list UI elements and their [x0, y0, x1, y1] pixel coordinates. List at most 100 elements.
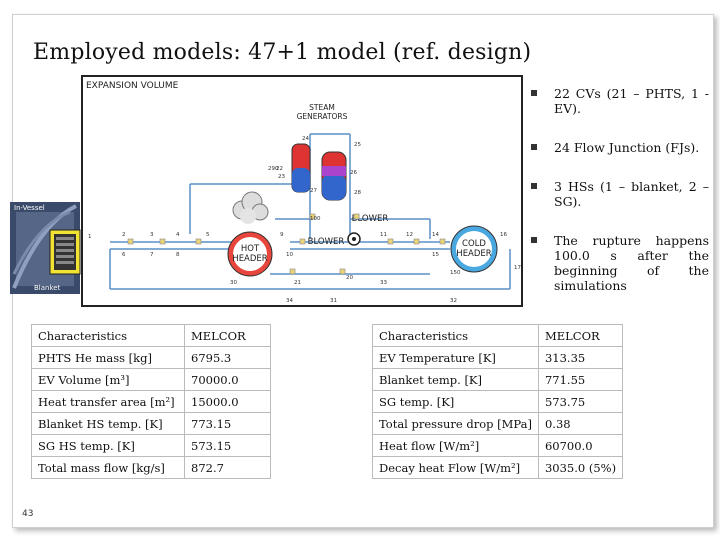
svg-text:4: 4 — [176, 232, 180, 238]
table-cell: 872.7 — [184, 456, 271, 479]
rupture-cloud-icon — [232, 191, 269, 224]
table-cell: SG HS temp. [K] — [31, 434, 185, 457]
table-cell: Heat transfer area [m²] — [31, 390, 185, 413]
svg-text:33: 33 — [380, 280, 387, 286]
svg-text:150: 150 — [450, 270, 461, 276]
svg-text:1: 1 — [88, 234, 92, 240]
table-cell: Blanket temp. [K] — [372, 368, 539, 391]
table-row: EV Volume [m³]70000.0 — [31, 368, 271, 391]
svg-text:5: 5 — [206, 232, 210, 238]
table-row: SG HS temp. [K]573.15 — [31, 434, 271, 457]
svg-text:16: 16 — [500, 232, 507, 238]
svg-text:24: 24 — [302, 136, 309, 142]
svg-text:20: 20 — [346, 275, 353, 281]
svg-text:30: 30 — [230, 280, 237, 286]
table-cell: 60700.0 — [537, 434, 624, 457]
table-header-cell: MELCOR — [184, 324, 271, 347]
bullet-square-icon — [531, 237, 537, 243]
table-cell: Heat flow [W/m²] — [372, 434, 539, 457]
table-row: Blanket HS temp. [K]773.15 — [31, 412, 271, 435]
table-row: Total mass flow [kg/s]872.7 — [31, 456, 271, 479]
svg-text:10: 10 — [286, 252, 293, 258]
table-row: Total pressure drop [MPa]0.38 — [372, 412, 624, 435]
svg-text:14: 14 — [432, 232, 439, 238]
svg-text:22: 22 — [276, 166, 283, 172]
table-cell: EV Temperature [K] — [372, 346, 539, 369]
bullet-square-icon — [531, 90, 537, 96]
svg-text:26: 26 — [350, 170, 357, 176]
table-cell: Blanket HS temp. [K] — [31, 412, 185, 435]
blower-icon — [347, 232, 361, 246]
table-cell: 573.15 — [184, 434, 271, 457]
svg-text:34: 34 — [286, 298, 293, 304]
table-header-cell: Characteristics — [372, 324, 539, 347]
svg-text:6: 6 — [122, 252, 126, 258]
in-vessel-blanket-image: In-Vessel Blanket — [10, 202, 81, 294]
svg-text:21: 21 — [294, 280, 301, 286]
steam-label-1: STEAM — [309, 103, 335, 112]
junction-markers — [127, 213, 446, 275]
node-number-labels: 1 2 3 4 5 6 7 8 9 10 11 12 14 15 16 17 2… — [88, 136, 521, 304]
table-cell: PHTS He mass [kg] — [31, 346, 185, 369]
blower-label-bottom: BLOWER — [308, 237, 345, 247]
bullet-item: 24 Flow Junction (FJs). — [531, 140, 709, 155]
bullet-item: 22 CVs (21 – PHTS, 1 - EV). — [531, 86, 709, 116]
slide-number: 43 — [22, 509, 34, 519]
pipe-network — [109, 133, 511, 290]
table-row: PHTS He mass [kg]6795.3 — [31, 346, 271, 369]
table-row: Decay heat Flow [W/m²]3035.0 (5%) — [372, 456, 624, 479]
table-row: Heat transfer area [m²]15000.0 — [31, 390, 271, 413]
svg-text:2: 2 — [122, 232, 126, 238]
slide-title: Employed models: 47+1 model (ref. design… — [33, 40, 532, 65]
table-cell: SG temp. [K] — [372, 390, 539, 413]
table-cell: 0.38 — [537, 412, 624, 435]
svg-text:12: 12 — [406, 232, 413, 238]
cold-header-label-1: COLD — [462, 239, 486, 249]
svg-text:17: 17 — [514, 265, 521, 271]
table-cell: 3035.0 (5%) — [537, 456, 624, 479]
table-row: Blanket temp. [K]771.55 — [372, 368, 624, 391]
table-cell: 773.15 — [184, 412, 271, 435]
cold-header: COLD HEADER — [450, 225, 498, 273]
blanket-label: Blanket — [34, 284, 61, 292]
table-cell: 313.35 — [537, 346, 624, 369]
bullet-square-icon — [531, 183, 537, 189]
svg-text:31: 31 — [330, 298, 337, 304]
table-row: Heat flow [W/m²]60700.0 — [372, 434, 624, 457]
svg-text:290: 290 — [268, 166, 279, 172]
svg-text:27: 27 — [310, 188, 317, 194]
blower-label-top: BLOWER — [352, 214, 389, 224]
svg-text:9: 9 — [280, 232, 284, 238]
svg-text:25: 25 — [354, 142, 361, 148]
in-vessel-label: In-Vessel — [14, 204, 45, 212]
hot-header: HOT HEADER — [227, 231, 273, 277]
table-cell: 771.55 — [537, 368, 624, 391]
table-header-cell: MELCOR — [537, 324, 624, 347]
bullet-square-icon — [531, 144, 537, 150]
steam-label-2: GENERATORS — [297, 112, 348, 121]
bullet-item: 3 HSs (1 – blanket, 2 – SG). — [531, 179, 709, 209]
svg-text:15: 15 — [432, 252, 439, 258]
hot-header-label-1: HOT — [241, 244, 260, 254]
table-row: EV Temperature [K]313.35 — [372, 346, 624, 369]
table-cell: 15000.0 — [184, 390, 271, 413]
expansion-volume-label: EXPANSION VOLUME — [86, 81, 179, 91]
table-cell: Total mass flow [kg/s] — [31, 456, 185, 479]
table-cell: 6795.3 — [184, 346, 271, 369]
table-row: SG temp. [K]573.75 — [372, 390, 624, 413]
table-cell: Total pressure drop [MPa] — [372, 412, 539, 435]
svg-text:23: 23 — [278, 174, 285, 180]
bullet-item: The rupture happens 100.0 s after the be… — [531, 233, 709, 293]
table-header-cell: Characteristics — [31, 324, 185, 347]
hot-header-label-2: HEADER — [232, 254, 267, 264]
svg-text:3: 3 — [150, 232, 154, 238]
svg-text:28: 28 — [354, 190, 361, 196]
svg-text:11: 11 — [380, 232, 387, 238]
svg-text:8: 8 — [176, 252, 180, 258]
model-bullets: 22 CVs (21 – PHTS, 1 - EV). 24 Flow Junc… — [531, 86, 709, 293]
svg-text:100: 100 — [310, 216, 321, 222]
table-cell: Decay heat Flow [W/m²] — [372, 456, 539, 479]
